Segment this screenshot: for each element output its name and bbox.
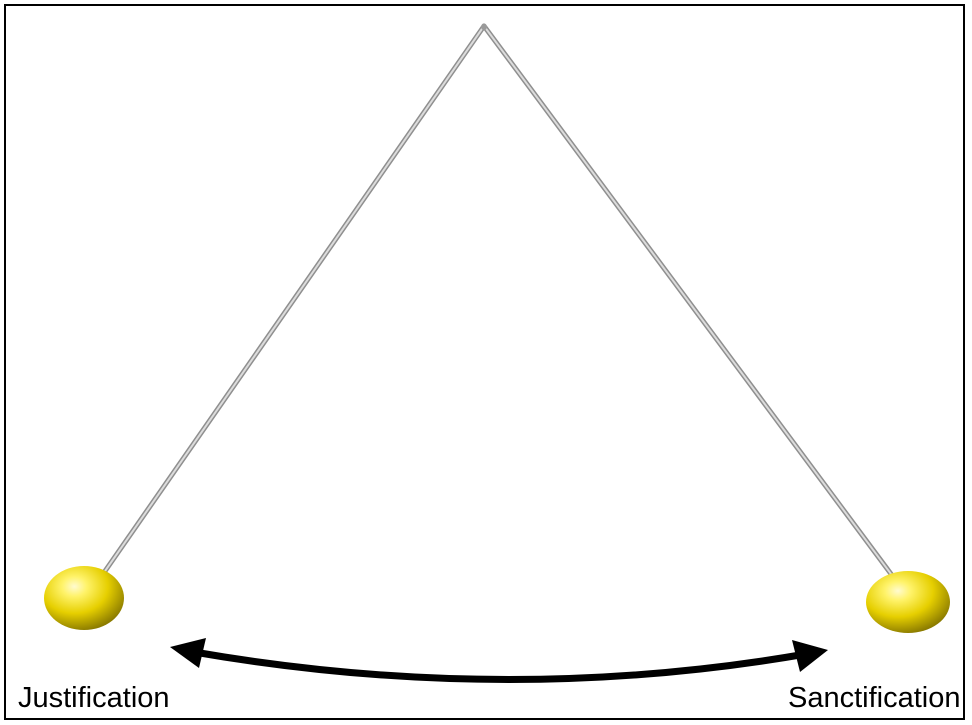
pendulum-string-right [484,26,894,578]
sanctification-label: Sanctification [788,684,961,713]
arrowhead-right [792,640,828,672]
pendulum-diagram [6,6,965,720]
double-headed-curved-arrow [170,638,828,680]
arrowhead-left [170,638,206,668]
pendulum-pivot [481,24,487,30]
pendulum-bob-right [866,571,950,633]
pendulum-string-left [103,26,484,574]
pendulum-bob-left [44,566,124,630]
justification-label: Justification [18,684,170,713]
diagram-frame: Justification Sanctification [4,4,965,720]
